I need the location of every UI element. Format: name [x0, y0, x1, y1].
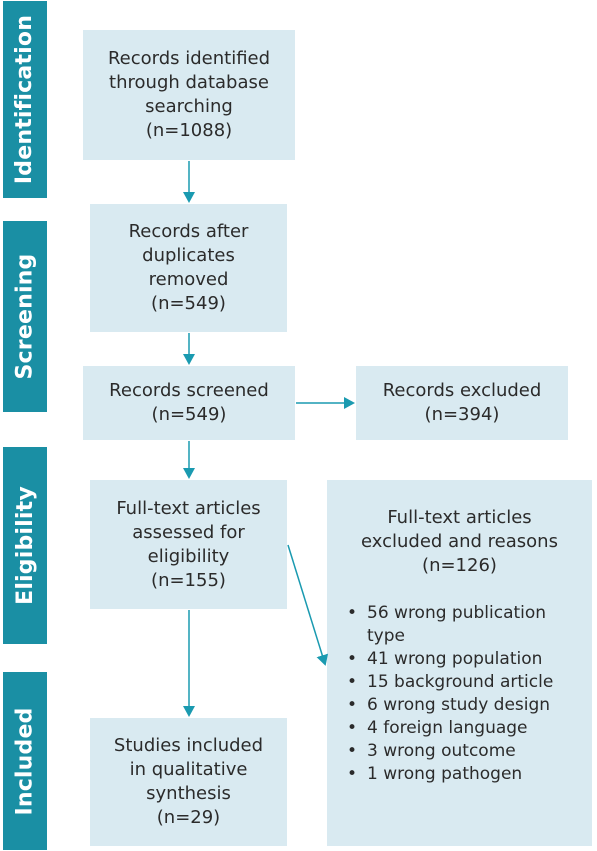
studies-included-line-3: synthesis [146, 783, 231, 804]
records-identified-line-3: searching [145, 96, 233, 117]
stage-identification: Identification [3, 1, 47, 198]
records-after-duplicates-line-3: removed [148, 269, 229, 290]
stage-screening: Screening [3, 221, 47, 412]
exclusion-reason: 3 wrong outcome [345, 740, 586, 763]
studies-included-count: (n=29) [156, 807, 221, 828]
exclusion-reasons-list: 56 wrong publication type 41 wrong popul… [345, 602, 586, 786]
fulltext-excluded-count: (n=126) [422, 555, 497, 576]
studies-included-line-1: Studies included [113, 735, 264, 756]
records-identified-box: Records identified through database sear… [83, 30, 295, 160]
fulltext-assessed-count: (n=155) [151, 569, 226, 591]
records-excluded-line-1: Records excluded [382, 380, 542, 401]
records-identified-count: (n=1088) [145, 120, 233, 141]
fulltext-excluded-line-1: Full-text articles [387, 507, 532, 528]
stage-included-label: Included [12, 706, 38, 816]
records-screened-box: Records screened (n=549) [83, 366, 295, 440]
exclusion-reason: 4 foreign language [345, 717, 586, 740]
records-identified-line-2: through database [109, 72, 269, 93]
fulltext-assessed-line-2: assessed for [132, 521, 245, 543]
records-identified-line-1: Records identified [107, 48, 271, 69]
exclusion-reason: 15 background article [345, 671, 586, 694]
fulltext-excluded-line-2: excluded and reasons [361, 531, 558, 552]
exclusion-reason: 1 wrong pathogen [345, 763, 586, 786]
records-after-duplicates-count: (n=549) [151, 293, 226, 314]
arrow-assessed-to-fulltext-excluded [287, 544, 329, 666]
fulltext-assessed-box: Full-text articles assessed for eligibil… [90, 480, 287, 609]
fulltext-assessed-line-1: Full-text articles [116, 497, 261, 519]
stage-eligibility-label: Eligibility [12, 486, 38, 605]
records-after-duplicates-line-1: Records after [128, 221, 249, 242]
records-screened-line-1: Records screened [109, 380, 269, 401]
studies-included-line-2: in qualitative [129, 759, 248, 780]
records-after-duplicates-box: Records after duplicates removed (n=549) [90, 204, 287, 332]
records-excluded-box: Records excluded (n=394) [356, 366, 568, 440]
fulltext-excluded-box: Full-text articles excluded and reasons … [327, 480, 592, 846]
stage-included: Included [3, 672, 47, 850]
exclusion-reason: 41 wrong population [345, 648, 586, 671]
stage-eligibility: Eligibility [3, 447, 47, 644]
exclusion-reason: 6 wrong study design [345, 694, 586, 717]
exclusion-reason: 56 wrong publication type [345, 602, 586, 648]
stage-screening-label: Screening [12, 253, 38, 380]
records-after-duplicates-line-2: duplicates [142, 245, 235, 266]
stage-identification-label: Identification [12, 14, 38, 185]
studies-included-box: Studies included in qualitative synthesi… [90, 718, 287, 846]
records-screened-count: (n=549) [151, 404, 227, 425]
records-excluded-count: (n=394) [424, 404, 500, 425]
fulltext-assessed-line-3: eligibility [147, 545, 230, 567]
